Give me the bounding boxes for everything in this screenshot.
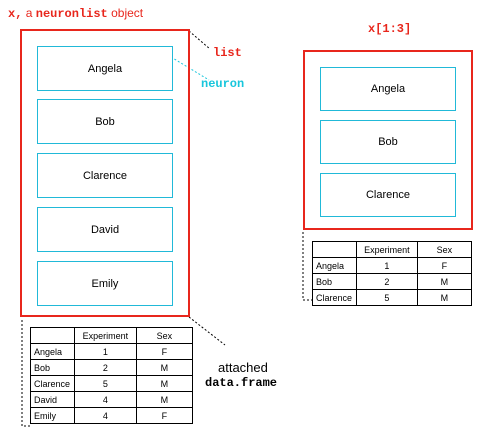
table-row: Clarence 5 M	[30, 375, 194, 392]
cell-sex: M	[135, 359, 194, 376]
neuron-label: neuron	[201, 77, 245, 91]
neuron-name: Emily	[91, 277, 119, 290]
table-row: Angela 1 F	[312, 257, 473, 274]
header-sex: Sex	[416, 241, 473, 258]
header-experiment: Experiment	[355, 241, 418, 258]
header-experiment: Experiment	[73, 327, 137, 344]
table-row: Emily 4 F	[30, 407, 194, 424]
neuron-name: Clarence	[365, 189, 411, 201]
cell-experiment: 5	[355, 289, 418, 306]
row-name: Bob	[30, 359, 75, 376]
cell-sex: M	[416, 273, 473, 290]
neuronlist-caption: x, a neuronlist object	[8, 6, 143, 21]
caption-a: a	[22, 6, 36, 20]
row-name: Angela	[30, 343, 75, 360]
table-header-row: Experiment Sex	[312, 241, 473, 258]
neuron-name: Bob	[378, 136, 398, 148]
neuron-box-clarence: Clarence	[320, 173, 456, 217]
cell-sex: M	[135, 391, 194, 408]
row-name: Emily	[30, 407, 75, 424]
header-rowname	[30, 327, 75, 344]
neuron-box-bob: Bob	[320, 120, 456, 164]
cell-experiment: 1	[73, 343, 137, 360]
row-name: Bob	[312, 273, 357, 290]
cell-sex: F	[135, 407, 194, 424]
header-sex: Sex	[135, 327, 194, 344]
list-pointer-line	[188, 30, 211, 50]
left-dataframe-table: Experiment Sex Angela 1 F Bob 2 M Claren…	[30, 327, 194, 424]
header-rowname	[312, 241, 357, 258]
cell-experiment: 4	[73, 407, 137, 424]
dataframe-label: data.frame	[205, 376, 278, 390]
row-name: Angela	[312, 257, 357, 274]
neuron-name: Angela	[370, 83, 406, 95]
list-label: list	[213, 46, 242, 60]
neuron-name: Angela	[87, 62, 123, 75]
caption-suffix: object	[107, 6, 144, 20]
neuron-name: Bob	[95, 115, 115, 128]
neuron-box-emily: Emily	[37, 261, 173, 306]
caption-var: x,	[8, 7, 23, 21]
row-name: Clarence	[312, 289, 357, 306]
cell-sex: M	[135, 375, 194, 392]
cell-experiment: 1	[355, 257, 418, 274]
right-dataframe-table: Experiment Sex Angela 1 F Bob 2 M Claren…	[312, 241, 473, 306]
cell-experiment: 5	[73, 375, 137, 392]
neuron-pointer-line	[170, 56, 210, 81]
cell-experiment: 2	[73, 359, 137, 376]
table-row: Clarence 5 M	[312, 289, 473, 306]
left-list-box: Angela Bob Clarence David Emily	[20, 29, 190, 317]
row-name: David	[30, 391, 75, 408]
table-row: Angela 1 F	[30, 343, 194, 360]
table-header-row: Experiment Sex	[30, 327, 194, 344]
right-list-box: Angela Bob Clarence	[303, 50, 473, 230]
table-row: Bob 2 M	[30, 359, 194, 376]
caption-class: neuronlist	[35, 7, 108, 21]
neuron-box-angela: Angela	[320, 67, 456, 111]
neuron-name: David	[90, 223, 120, 236]
row-name: Clarence	[30, 375, 75, 392]
neuron-box-david: David	[37, 207, 173, 252]
neuron-box-angela: Angela	[37, 46, 173, 91]
table-row: Bob 2 M	[312, 273, 473, 290]
cell-sex: F	[416, 257, 473, 274]
neuron-box-bob: Bob	[37, 99, 173, 144]
subset-caption: x[1:3]	[368, 22, 412, 36]
left-table-bracket	[21, 320, 30, 427]
attached-label: attached	[218, 360, 268, 375]
cell-experiment: 4	[73, 391, 137, 408]
dataframe-pointer-line	[188, 316, 226, 346]
neuron-name: Clarence	[82, 169, 128, 182]
cell-sex: M	[416, 289, 473, 306]
cell-sex: F	[135, 343, 194, 360]
right-table-bracket	[302, 232, 312, 301]
table-row: David 4 M	[30, 391, 194, 408]
neuron-box-clarence: Clarence	[37, 153, 173, 198]
cell-experiment: 2	[355, 273, 418, 290]
